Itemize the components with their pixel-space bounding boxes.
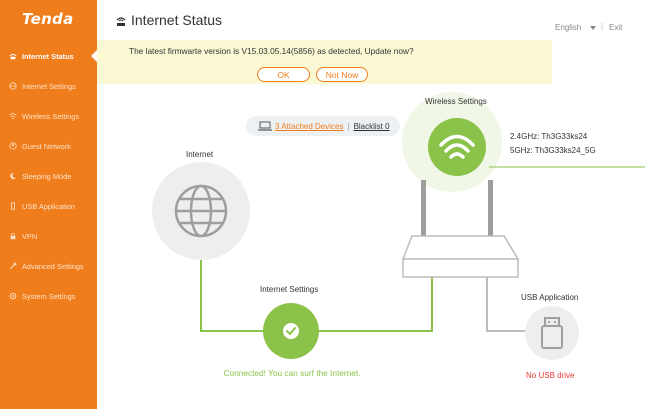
sidebar-item-label: Sleeping Mode (22, 171, 72, 181)
sidebar-item-label: VPN (22, 231, 38, 241)
usb-status-text: No USB drive (526, 371, 575, 380)
exit-link[interactable]: Exit (609, 23, 623, 32)
sidebar-item-vpn[interactable]: VPN (0, 221, 97, 251)
internet-settings-label[interactable]: Internet Settings (260, 285, 319, 294)
internet-status-icon (8, 51, 18, 61)
chevron-down-icon[interactable] (590, 26, 596, 30)
tenda-logo: Tenda (22, 10, 74, 28)
ssid-5ghz: 5GHz: Th3G33ks24_5G (510, 146, 596, 155)
wireless-circle (428, 118, 486, 176)
sidebar-item-guest-network[interactable]: Guest Network (0, 131, 97, 161)
devices-separator: | (347, 121, 350, 131)
tools-icon (8, 261, 18, 271)
sidebar-item-internet-settings[interactable]: Internet Settings (0, 71, 97, 101)
sidebar-item-usb-application[interactable]: USB Application (0, 191, 97, 221)
sidebar-item-label: System Settings (22, 291, 76, 301)
sidebar-item-label: Internet Settings (22, 81, 76, 91)
sidebar-item-sleeping-mode[interactable]: Sleeping Mode (0, 161, 97, 191)
gear-icon (8, 291, 18, 301)
usb-drive-icon (541, 317, 563, 349)
laptop-icon (258, 121, 272, 131)
internet-link-line (200, 245, 264, 332)
usb-icon (8, 201, 18, 211)
sidebar-item-wireless-settings[interactable]: Wireless Settings (0, 101, 97, 131)
moon-icon (8, 171, 18, 181)
sidebar-item-label: Internet Status (22, 51, 74, 61)
usb-application-button[interactable] (525, 306, 579, 360)
wifi-icon (8, 111, 18, 121)
usb-link-line (486, 277, 526, 332)
router-link-line (319, 277, 433, 332)
router-icon (401, 180, 520, 278)
sidebar-item-internet-status[interactable]: Internet Status (0, 41, 97, 71)
page-title: Internet Status (131, 12, 223, 28)
usb-circle (525, 306, 579, 360)
sidebar-item-label: Guest Network (22, 141, 71, 151)
check-icon (283, 323, 299, 339)
guest-icon (8, 141, 18, 151)
header: Internet Status English | Exit (97, 0, 648, 40)
wireless-settings-label[interactable]: Wireless Settings (425, 97, 487, 106)
globe-icon (174, 184, 228, 238)
language-selector[interactable]: English (555, 23, 582, 32)
sidebar: Tenda Internet Status Internet Settings … (0, 0, 97, 409)
wifi-icon (439, 134, 475, 159)
firmware-message: The latest firmwarte version is V15.03.0… (129, 46, 414, 56)
connection-status-text: Connected! You can surf the Internet. (223, 368, 361, 378)
sidebar-item-label: Advanced Settings (22, 261, 84, 271)
blacklist-link[interactable]: Blacklist 0 (353, 121, 390, 131)
internet-settings-button[interactable] (263, 303, 319, 359)
sidebar-item-system-settings[interactable]: System Settings (0, 281, 97, 311)
wireless-settings-button[interactable] (428, 118, 486, 176)
not-now-button[interactable]: Not Now (316, 67, 368, 82)
globe-icon (8, 81, 18, 91)
router-icon (115, 14, 127, 26)
attached-devices-bar: 3 Attached Devices | Blacklist 0 (246, 116, 400, 136)
header-separator: | (601, 22, 604, 31)
usb-application-label[interactable]: USB Application (521, 293, 579, 302)
vpn-icon (8, 231, 18, 241)
sidebar-item-label: Wireless Settings (22, 111, 80, 121)
active-indicator (91, 50, 97, 62)
ok-button[interactable]: OK (257, 67, 310, 82)
internet-label: Internet (186, 150, 214, 159)
sidebar-item-label: USB Application (22, 201, 75, 211)
ssid-24ghz: 2.4GHz: Th3G33ks24 (510, 132, 588, 141)
attached-devices-link[interactable]: 3 Attached Devices (275, 121, 344, 131)
firmware-update-banner: The latest firmwarte version is V15.03.0… (97, 40, 552, 84)
sidebar-item-advanced-settings[interactable]: Advanced Settings (0, 251, 97, 281)
